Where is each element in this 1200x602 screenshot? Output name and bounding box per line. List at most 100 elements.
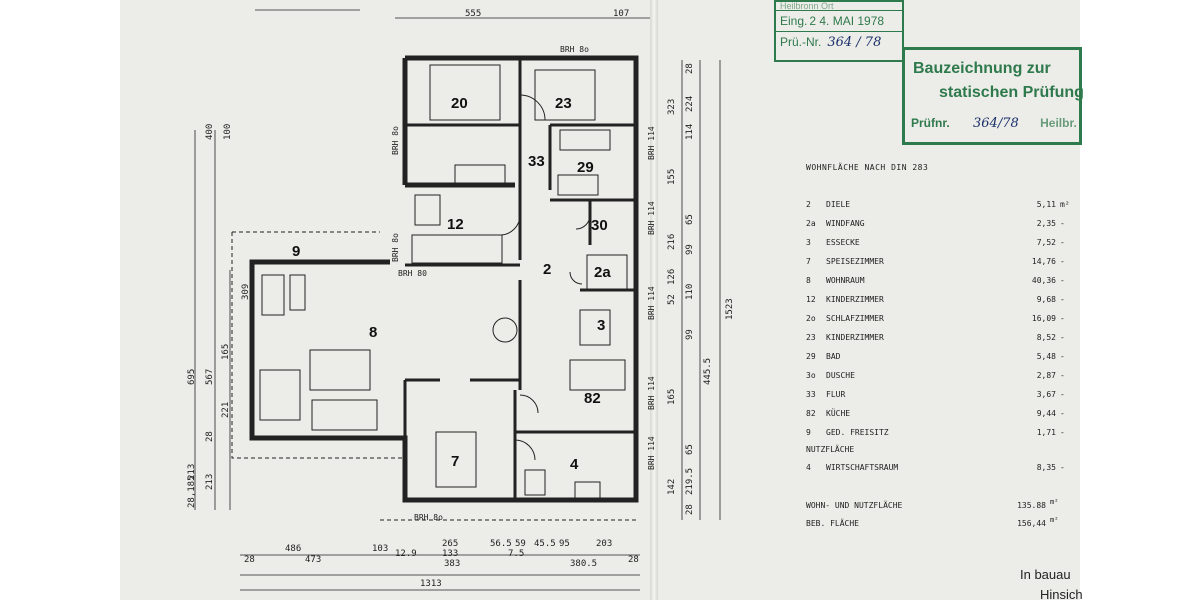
row-value: 9,68 [1036,295,1056,304]
room-number: 33 [528,153,545,170]
page-fold [650,0,658,600]
room-number: 2a [594,264,611,281]
dim-label: 65 [685,214,695,225]
stamp-pruef-value: 364 / 78 [827,34,882,50]
dim-label: 380.5 [570,559,597,569]
dim-label: 165 [221,344,231,360]
dim-label: 126 [667,269,677,285]
room-number: 8 [369,324,377,341]
row-number: 12 [806,295,816,304]
row-unit: - [1060,219,1065,228]
dim-label: 114 [685,124,695,140]
stamp-trail: Heilbr. [1040,116,1077,130]
interior-walls [403,58,636,500]
dim-label: 1523 [725,298,735,320]
beb-value: 156,44 [1017,519,1046,528]
dim-label: 95 [559,539,570,549]
row-number: 8 [806,276,811,285]
row-value: 5,11 [1036,200,1056,209]
dim-label: 56.5 [490,539,512,549]
row-unit: m² [1060,200,1070,209]
brh-label: BRH 114 [647,201,656,235]
row-name: ESSECKE [826,238,860,247]
dim-label: 99 [685,244,695,255]
row-name: GED. FREISITZ [826,428,889,437]
dim-label: 155 [667,169,677,185]
dim-label: 28,185 [187,475,197,508]
brh-label: BRH 8o [391,233,400,262]
stamp-date-value: 2 4. MAI 1978 [809,14,885,28]
dim-label: 99 [685,329,695,340]
dim-label: 65 [685,444,695,455]
row-value: 5,48 [1036,352,1056,361]
dim-label: 28 [205,431,215,442]
row-unit: - [1060,295,1065,304]
dim-label: 52 [667,294,677,305]
dim-label: 107 [613,9,629,19]
row-number: 2o [806,314,816,323]
dim-label: 103 [372,544,388,554]
row-name: KINDERZIMMER [826,333,884,342]
row-name: WIRTSCHAFTSRAUM [826,463,899,472]
row-number: 2a [806,219,816,228]
row-name: KINDERZIMMER [826,295,884,304]
row-number: 23 [806,333,816,342]
row-name: DIELE [826,200,851,209]
dim-label: 110 [685,284,695,300]
row-unit: - [1060,352,1065,361]
structural-check-stamp: Bauzeichnung zur statischen Prüfung Prüf… [902,47,1084,145]
row-value: 9,44 [1036,409,1056,418]
dim-label: 473 [305,555,321,565]
total-value: 135.88 [1017,501,1046,510]
row-value: 8,35 [1036,463,1056,472]
row-value: 1,71 [1036,428,1056,437]
stamp-top-text: Heilbronn Ort [780,2,834,10]
furniture [259,64,628,499]
brh-label: BRH 114 [647,436,656,470]
dim-label: 213 [187,464,197,480]
row-unit: - [1060,276,1065,285]
row-value: 8,52 [1036,333,1056,342]
row-unit: - [1060,371,1065,380]
dim-label: 7.5 [508,549,524,559]
dim-label: 28 [685,504,695,515]
dim-label: 309 [241,284,251,300]
dim-label: 555 [465,9,481,19]
corner-text-1: In bauau [1020,567,1071,582]
brh-label: BRH 8o [414,513,443,522]
row-value: 3,67 [1036,390,1056,399]
row-value: 2,35 [1036,219,1056,228]
received-stamp: Heilbronn Ort Eing. 2 4. MAI 1978 Prü.-N… [774,0,904,62]
row-unit: - [1060,463,1065,472]
stamp-date-label: Eing. [780,14,808,28]
room-number: 20 [451,95,468,112]
dim-label: 695 [187,369,197,385]
room-number: 7 [451,453,459,470]
row-value: 7,52 [1036,238,1056,247]
room-number: 2 [543,261,551,278]
dim-label: 221 [221,402,231,418]
room-number: 9 [292,243,300,260]
dim-label: 213 [205,474,215,490]
row-name: SPEISEZIMMER [826,257,884,266]
corner-text-2: Hinsich [1040,587,1083,602]
beb-unit: m² [1050,516,1059,524]
row-number: 9 [806,428,811,437]
row-value: 40,36 [1031,276,1056,285]
row-value: 2,87 [1036,371,1056,380]
row-number: 7 [806,257,811,266]
brh-label: BRH 8o [391,126,400,155]
row-unit: - [1060,314,1065,323]
dim-label: 28 [685,63,695,74]
brh-label: BRH 8o [560,45,589,54]
row-unit: - [1060,409,1065,418]
dim-label: 59 [515,539,526,549]
